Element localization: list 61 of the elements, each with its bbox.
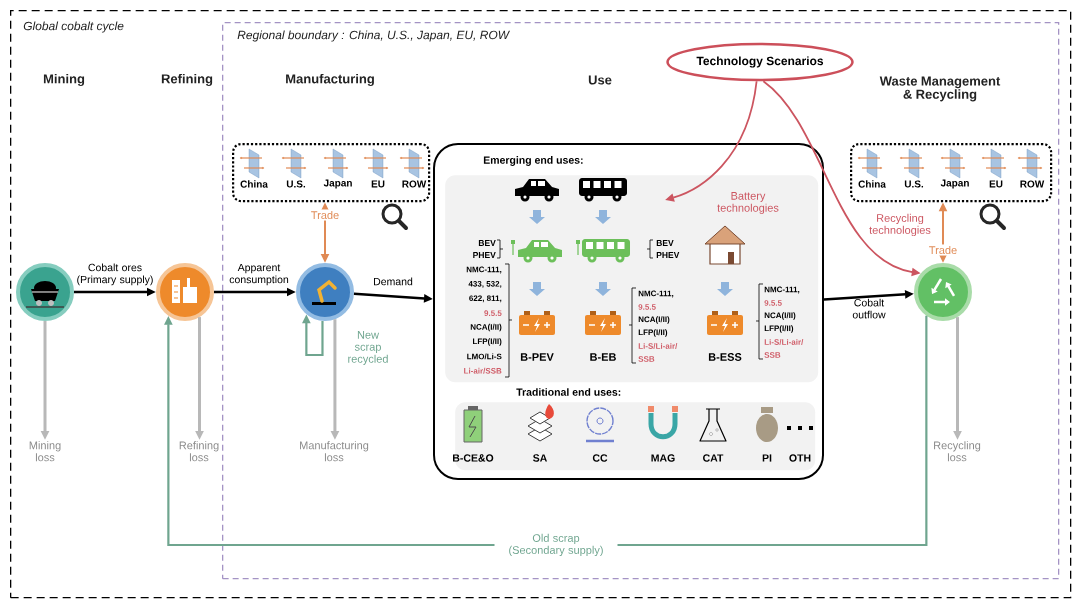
vehicle-type-label: BEV PHEV [473,240,496,258]
refinery-icon [156,263,214,321]
chemistry-label: Li-S/Li-air/ [764,339,804,345]
chemistry-label: NMC-111, [764,286,800,294]
stage-heading: Manufacturing [286,73,374,87]
chemistry-label: 9.5.5 [638,304,656,310]
stage-heading: Mining [43,73,85,87]
end-use-label: B-CE&O [453,454,494,462]
trade-box: China U.S. Japan EU ROW [232,143,431,203]
chemistry-label: Li-S/Li-air/ [638,343,678,349]
chemistry-label: SSB [764,352,781,358]
chemistry-label: LFP(I/II) [473,338,502,346]
edge-label: Old scrap (Secondary supply) [494,532,618,558]
chemistry-label: 433, 532, [468,281,502,288]
battery-type-label: B-EB [590,353,616,361]
edge-label: Demand [374,277,413,286]
edge-label: Recycling technologies [865,212,935,238]
stage-heading: Use [588,75,612,85]
chemistry-label: 9.5.5 [484,310,502,317]
chemistry-label: LFP(I/II) [764,325,794,333]
loss-label: Recycling loss [934,441,981,462]
chemistry-label: Li-air/SSB [464,367,502,374]
end-use-label: OTH [789,454,811,462]
chemistry-label: NCA(I/II) [470,323,502,332]
edge-label: Cobalt outflow [852,298,886,319]
end-use-label: CAT [703,454,724,462]
edge-label: Trade [309,209,341,221]
loss-label: Mining loss [29,441,61,462]
chemistry-label: NCA(I/II) [764,312,796,320]
robot-arm-icon [296,263,354,321]
end-use-label: CC [592,454,608,462]
edge-label: New scrap recycled [348,331,388,365]
chemistry-label: 9.5.5 [764,300,782,306]
chemistry-label: NMC-111, [466,266,502,274]
vehicle-type-label: BEV PHEV [656,240,680,258]
recycling-icon [914,263,972,321]
node-label: Traditional end uses: [516,388,621,396]
chemistry-label: NMC-111, [638,290,674,298]
scrap-arrow [164,315,928,547]
stage-heading: Refining [161,73,213,87]
loss-label: Refining loss [179,441,219,462]
stage-heading: Waste Management & Recycling [879,76,1001,102]
node-label: Emerging end uses: [483,156,583,166]
chemistry-label: LMO/Li-S [467,353,502,360]
mining-icon [16,263,74,321]
battery-type-label: B-ESS [708,353,742,361]
edge-label: Apparent consumption [229,263,289,286]
end-use-label: MAG [651,454,675,462]
loss-label: Manufacturing loss [300,441,369,462]
edge-label: Battery technologies [706,190,790,216]
chemistry-label: NCA(I/II) [638,316,670,324]
battery-type-label: B-PEV [520,353,554,361]
edge-label: Trade [927,244,959,256]
trade-box: China U.S. Japan EU ROW [850,143,1053,203]
use-box [433,143,824,480]
end-use-label: SA [533,454,547,462]
chemistry-label: SSB [638,356,655,362]
chemistry-label: 622, 811, [469,295,502,303]
chemistry-label: LFP(I/II) [638,329,668,337]
edge-label: Cobalt ores (Primary supply) [77,263,153,286]
end-use-label: PI [762,454,772,462]
